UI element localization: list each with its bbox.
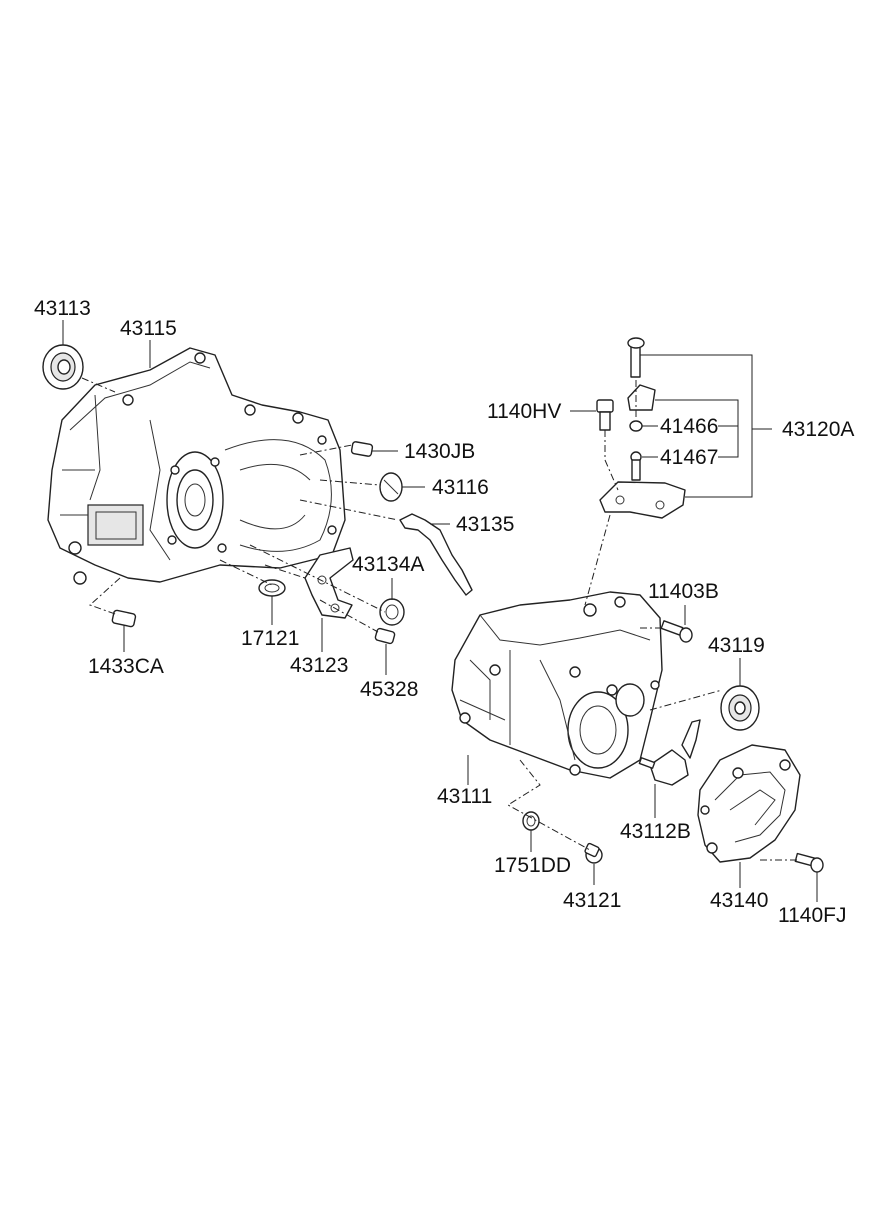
label-43119: 43119 <box>708 634 765 657</box>
plate-43116 <box>379 472 403 502</box>
label-43123: 43123 <box>290 654 348 677</box>
label-41467: 41467 <box>660 446 718 469</box>
bolt-1140fj <box>794 852 824 873</box>
cover-43140 <box>697 744 801 863</box>
label-17121: 17121 <box>241 627 299 650</box>
label-11403b: 11403B <box>648 580 719 603</box>
dowel-pin-1430jb <box>350 441 374 457</box>
bolt-11403b <box>660 620 693 643</box>
oil-seal-43119 <box>720 685 760 731</box>
label-1751dd: 1751DD <box>494 854 571 877</box>
label-45328: 45328 <box>360 678 418 701</box>
label-43113: 43113 <box>34 297 91 320</box>
plate-43112b <box>638 719 701 786</box>
label-43116: 43116 <box>432 476 489 499</box>
transaxle-case <box>451 591 663 779</box>
label-41466: 41466 <box>660 415 718 438</box>
label-43120a: 43120A <box>782 418 854 441</box>
oil-seal-43113 <box>42 344 84 390</box>
washer-1751dd <box>522 811 540 831</box>
label-1433ca: 1433CA <box>88 655 164 678</box>
label-43135: 43135 <box>456 513 514 536</box>
label-1140fj: 1140FJ <box>778 904 847 927</box>
plug-43121 <box>584 842 603 864</box>
washer-17121 <box>258 579 286 597</box>
dowel-pin-1433ca <box>111 609 137 628</box>
assembly-lines <box>81 377 798 861</box>
label-43111: 43111 <box>437 785 492 808</box>
label-1430jb: 1430JB <box>404 440 475 463</box>
seal-43134a <box>379 598 405 626</box>
part-labels: 43113 43115 1430JB 43116 43135 43134A 17… <box>34 297 854 927</box>
label-1140hv: 1140HV <box>487 400 561 423</box>
lever-43135 <box>399 513 473 596</box>
leader-lines <box>62 320 818 902</box>
label-43112b: 43112B <box>620 820 691 843</box>
pin-45328 <box>374 627 396 645</box>
bracket-43120a <box>599 337 686 519</box>
label-43134a: 43134A <box>352 553 424 576</box>
bracket-43123 <box>304 547 354 619</box>
label-43115: 43115 <box>120 317 177 340</box>
label-43140: 43140 <box>710 889 768 912</box>
label-43121: 43121 <box>563 889 621 912</box>
bolt-1140hv <box>596 399 614 431</box>
clutch-housing <box>47 347 346 585</box>
